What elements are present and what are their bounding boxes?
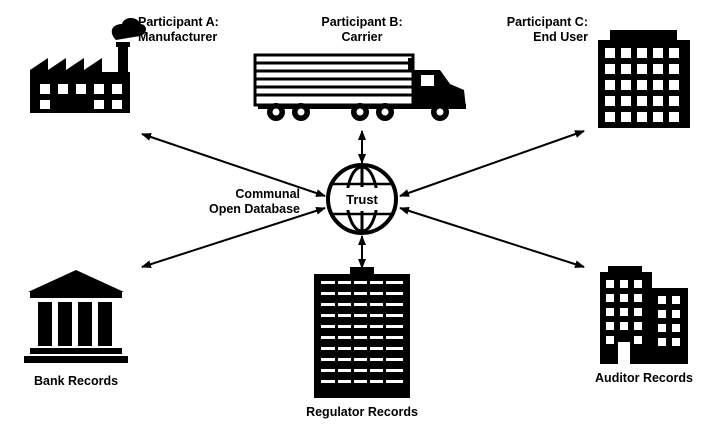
regulator-records-label: Regulator Records [306,405,418,419]
hub-label: Trust [346,192,378,207]
connector-manufacturer [141,133,326,197]
carrier-label-line2: Carrier [341,30,383,44]
carrier-label: Participant B: Carrier [302,15,422,45]
connector-bank [141,206,326,269]
communal-label-line1: Communal [235,187,300,201]
communal-label-line2: Open Database [208,202,300,216]
factory-icon [30,18,146,113]
truck-icon [253,53,466,121]
end-user-label-line2: End User [533,30,588,44]
communal-database-label: Communal Open Database [170,187,300,217]
connector-auditor [399,206,585,269]
building-icon [598,30,690,128]
bank-records-label: Bank Records [33,374,119,388]
manufacturer-label: Participant A: Manufacturer [138,15,219,45]
carrier-label-line1: Participant B: [321,15,403,29]
manufacturer-label-line1: Participant A: [138,15,219,29]
skyscraper-icon [314,267,410,398]
office-building-icon [600,266,688,364]
globe-icon [326,163,398,235]
bank-icon [24,270,128,363]
connector-end-user [399,130,585,197]
manufacturer-label-line2: Manufacturer [138,30,218,44]
end-user-label: Participant C: End User [480,15,588,45]
auditor-records-label: Auditor Records [595,371,693,385]
end-user-label-line1: Participant C: [506,15,588,29]
